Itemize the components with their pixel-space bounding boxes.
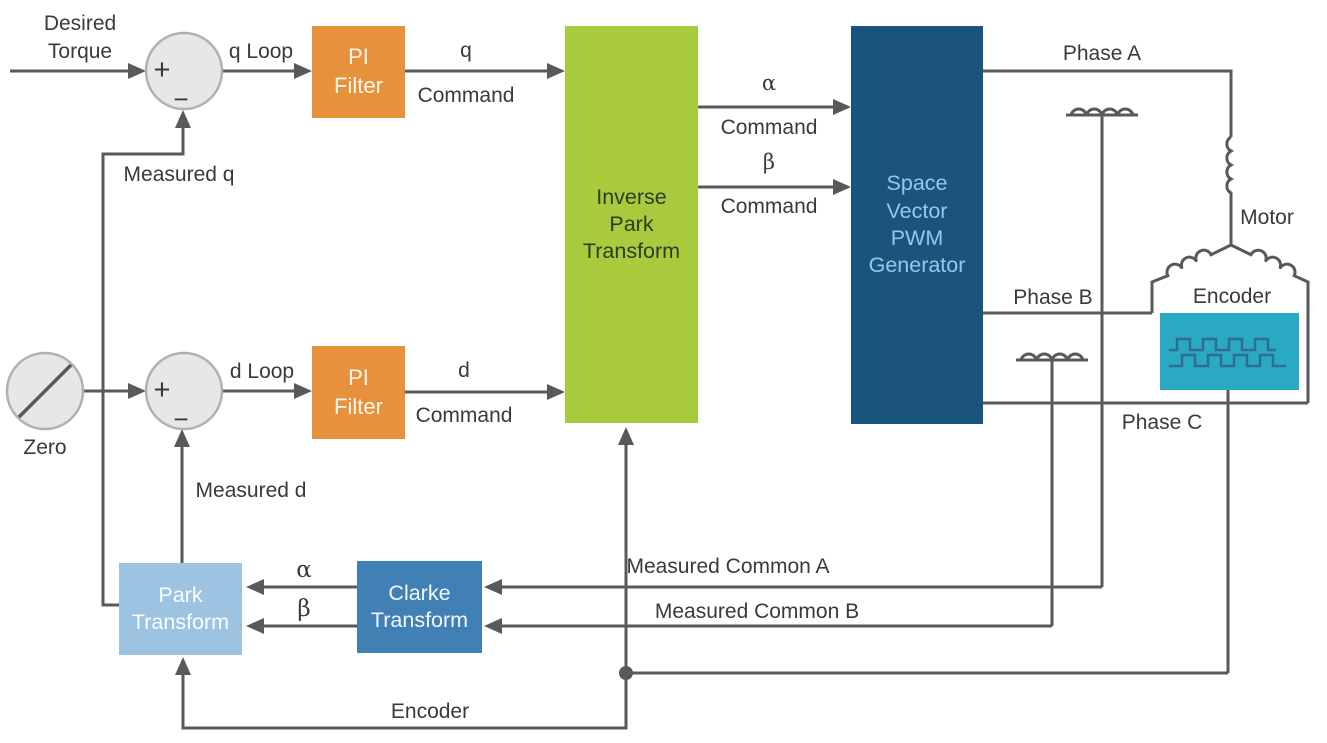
arrow-common-b-into-clarke [484, 618, 502, 634]
d-sum-plus-sign: + [153, 374, 171, 406]
pi-filter-q-block: PI Filter [312, 26, 405, 118]
phase-c-label: Phase C [1121, 411, 1203, 434]
encoder-wave-a [1169, 337, 1276, 352]
measured-common-b-label: Measured Common B [654, 600, 860, 623]
arrow-d-command [547, 384, 565, 400]
beta-command-letter: β [762, 150, 776, 175]
arrow-beta-into-park [246, 618, 264, 634]
zero-label: Zero [23, 436, 67, 459]
beta-command-label: β Command [709, 129, 829, 240]
q-command-letter: q [460, 39, 472, 63]
space-vector-pwm-generator-block: Space Vector PWM Generator [851, 26, 983, 424]
d-loop-label: d Loop [229, 360, 295, 383]
measured-q-label: Measured q [123, 163, 235, 186]
inverse-park-transform-block: Inverse Park Transform [565, 26, 698, 423]
q-sum-plus-sign: + [153, 54, 171, 86]
arrow-into-d-sum [128, 383, 146, 399]
alpha-command-word: Command [720, 115, 818, 139]
d-sum-minus-sign: − [173, 404, 189, 434]
alpha-command-label: α Command [709, 50, 829, 161]
phase-a-line [983, 69, 1233, 137]
clarke-transform-block: Clarke Transform [357, 561, 482, 653]
desired-torque-label: Desired Torque [43, 12, 117, 64]
q-command-word: Command [417, 83, 515, 107]
beta-signal-label: β [297, 596, 311, 622]
arrow-encoder-park [175, 657, 191, 675]
phase-a-label: Phase A [1062, 42, 1142, 65]
arrow-alpha-into-park [246, 579, 264, 595]
measured-d-label: Measured d [195, 479, 307, 502]
d-command-label: d Command [404, 338, 524, 449]
encoder-wave-b [1169, 353, 1286, 368]
encoder-feedback-label: Encoder [390, 700, 470, 723]
zero-source-slash [17, 363, 73, 419]
measured-q-line [101, 128, 185, 607]
q-loop-label: q Loop [228, 40, 294, 63]
d-command-word: Command [415, 403, 513, 427]
phase-b-label: Phase B [1013, 286, 1093, 309]
alpha-signal-label: α [296, 557, 312, 583]
pi-filter-d-block: PI Filter [312, 346, 405, 439]
d-command-letter: d [458, 359, 470, 383]
park-transform-block: Park Transform [119, 563, 242, 655]
encoder-block [1160, 313, 1299, 390]
current-sensor-b-coil [1019, 352, 1085, 361]
q-sum-minus-sign: − [173, 84, 189, 114]
alpha-command-letter: α [761, 71, 777, 96]
q-command-label: q Command [406, 18, 526, 129]
encoder-label: Encoder [1192, 285, 1272, 308]
motor-label: Motor [1240, 206, 1294, 229]
encoder-junction-dot [619, 666, 633, 680]
arrow-beta-command [833, 179, 851, 195]
arrow-q-command [547, 63, 565, 79]
beta-command-word: Command [720, 194, 818, 218]
arrow-common-a-into-clarke [484, 579, 502, 595]
zero-source [5, 351, 85, 431]
quadrature-waveform [1169, 337, 1286, 368]
current-sensor-a-coil [1069, 107, 1135, 116]
arrow-encoder-inverse-park [618, 427, 634, 445]
measured-common-a-label: Measured Common A [626, 555, 830, 578]
arrow-alpha-command [833, 99, 851, 115]
